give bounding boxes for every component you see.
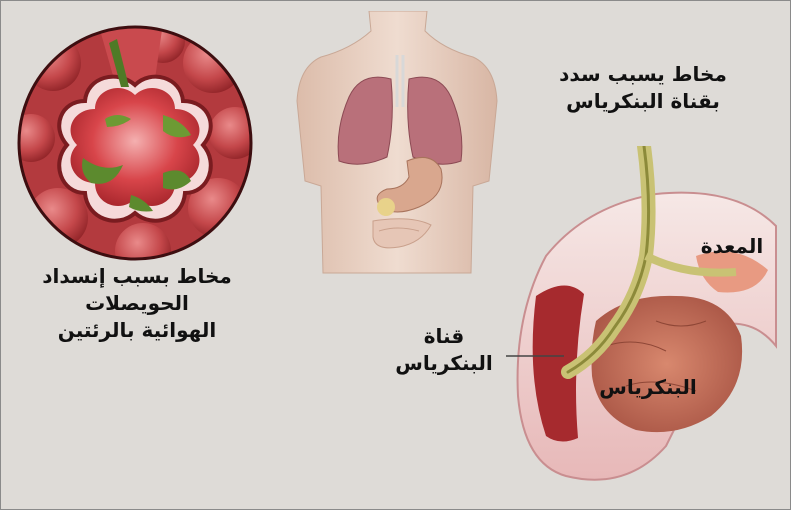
pancreas-label: البنكرياس [583, 374, 713, 401]
stomach-label: المعدة [687, 233, 777, 260]
pancreas-illustration [506, 146, 786, 506]
lung-mucus-label: مخاط بسبب إنسداد الحويصلات الهوائية بالر… [21, 263, 253, 344]
torso-illustration [291, 11, 511, 276]
duct-mucus-label: مخاط يسبب سدد بقناة البنكرياس [533, 61, 753, 115]
alveoli-illustration [13, 23, 257, 263]
duct-label: قناة البنكرياس [389, 323, 499, 377]
